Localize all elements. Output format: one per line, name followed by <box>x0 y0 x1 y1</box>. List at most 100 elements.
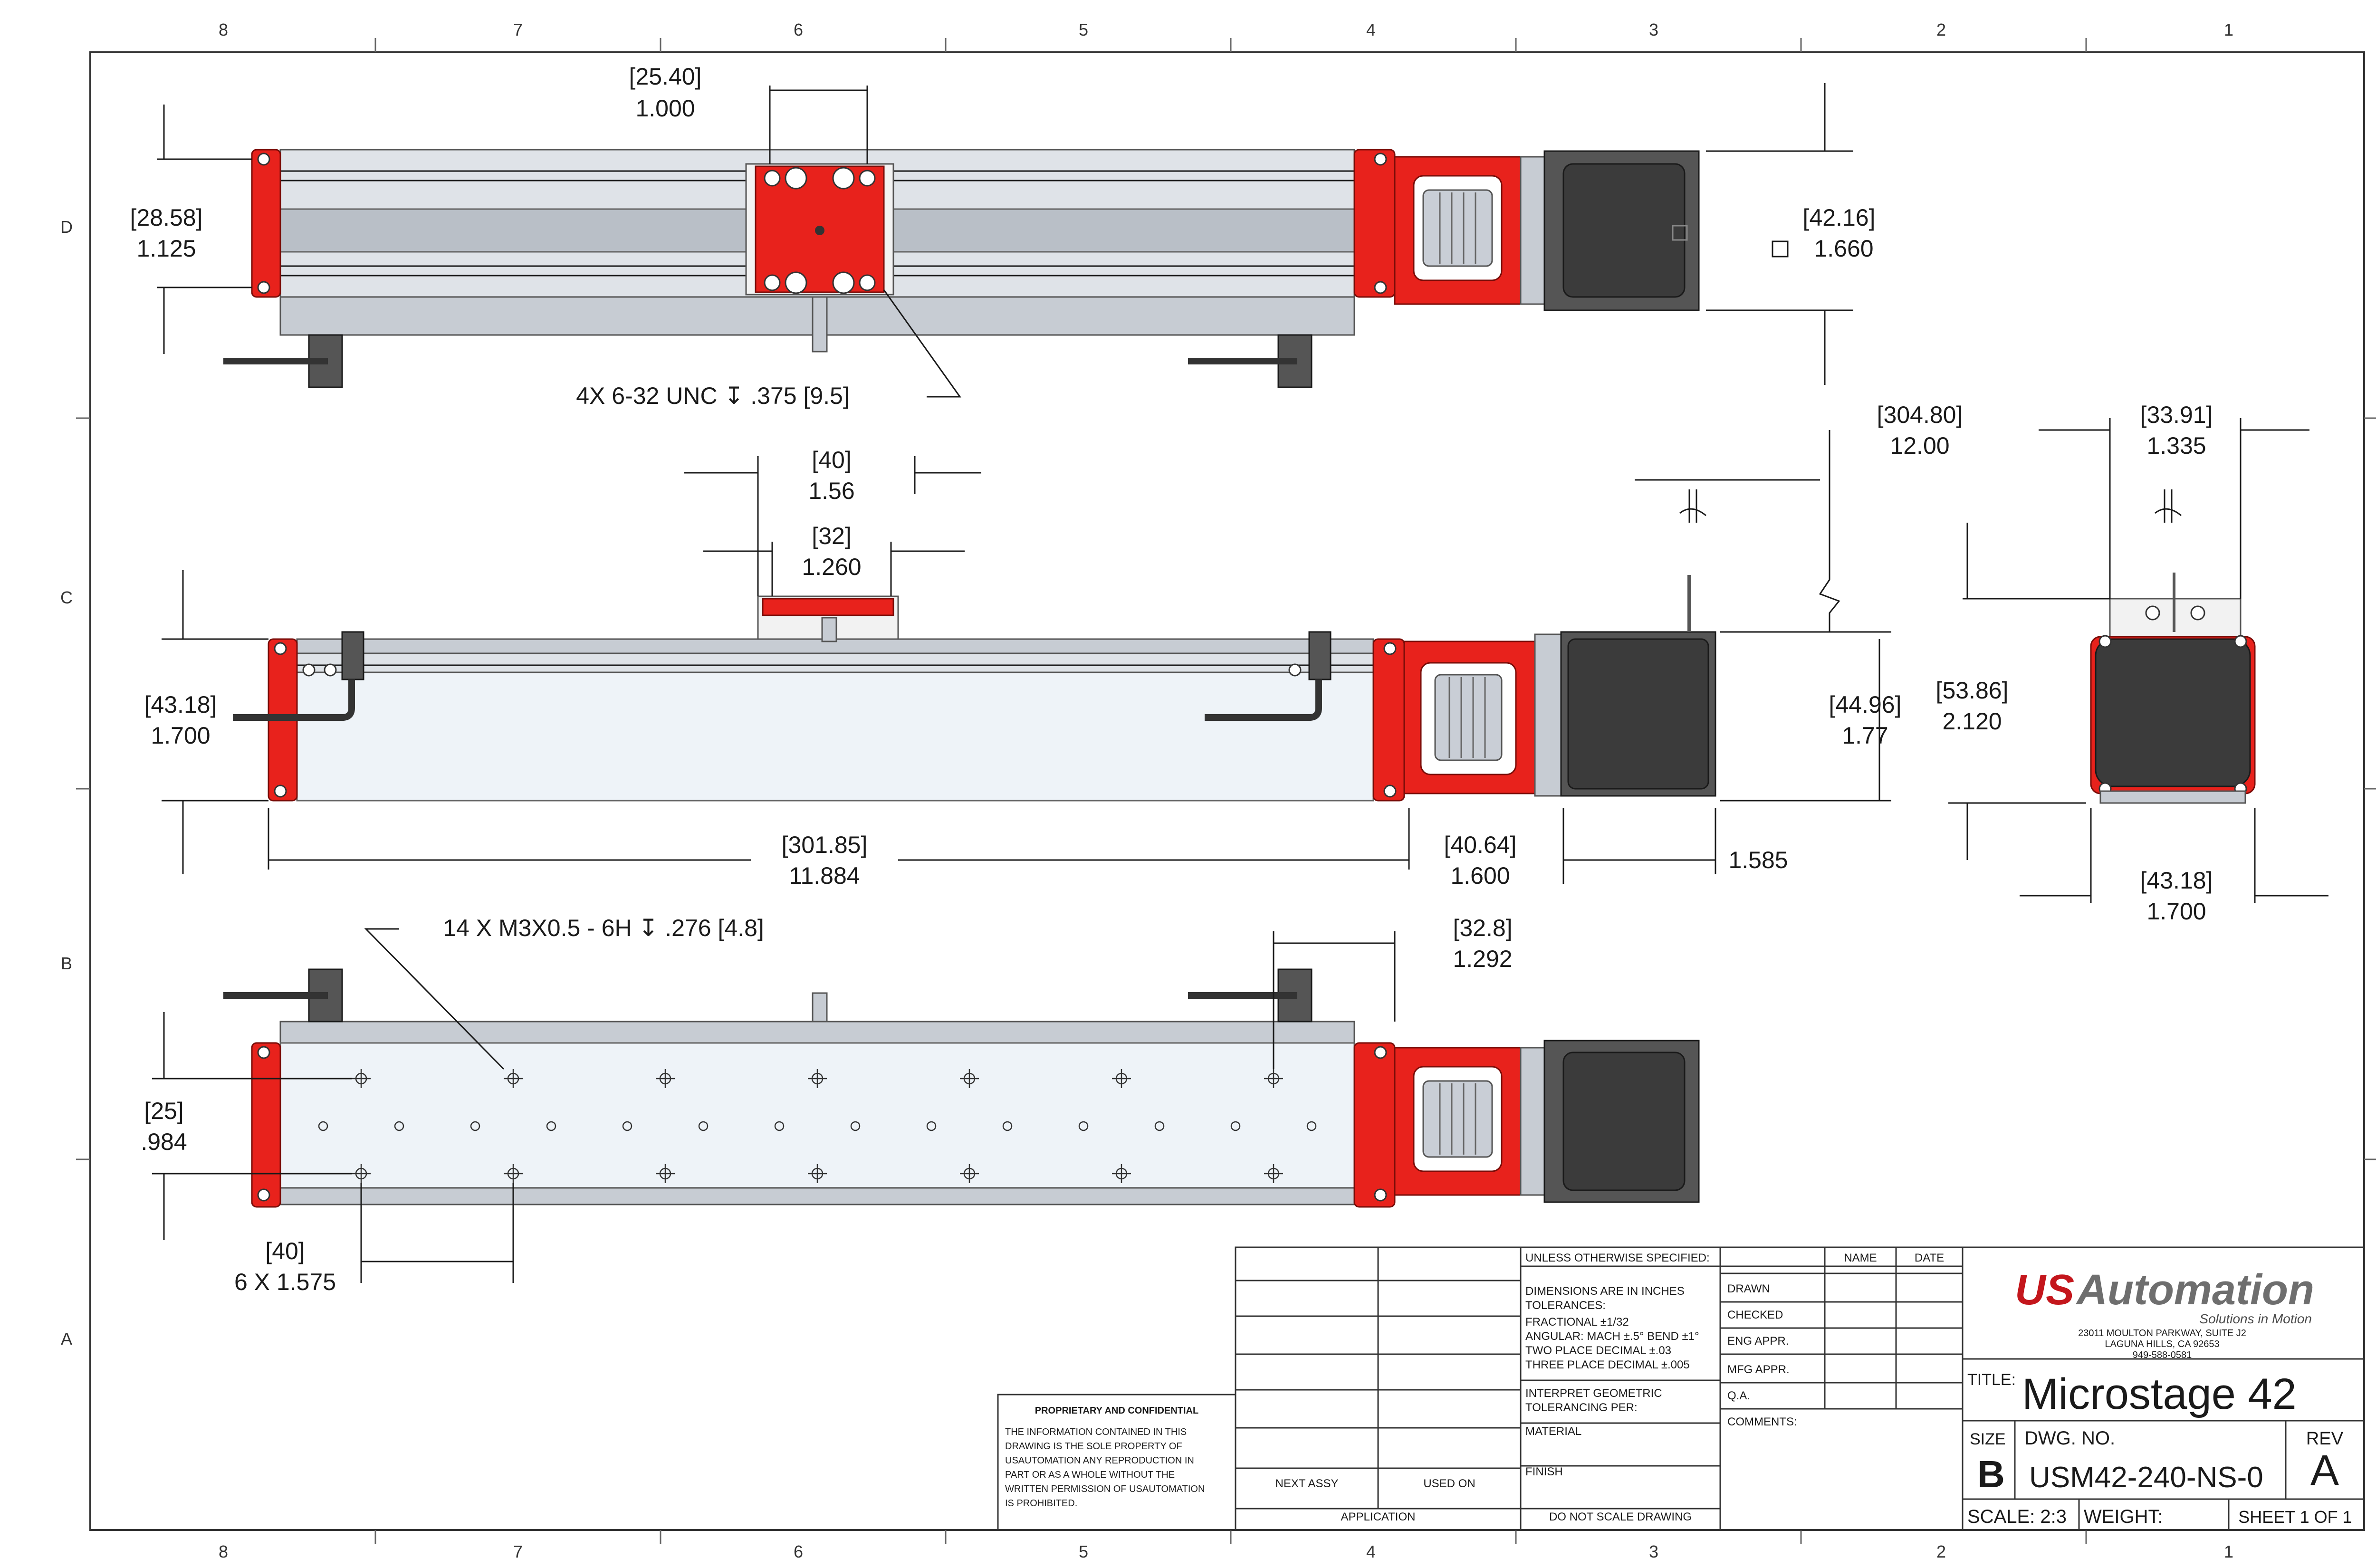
side-view-coupling <box>1434 674 1503 761</box>
tb-approval-drawn: DRAWN <box>1727 1282 1770 1295</box>
side-view <box>233 575 1716 802</box>
zone-col-5: 5 <box>1079 20 1088 39</box>
tb-proprietary-title: PROPRIETARY AND CONFIDENTIAL <box>1035 1405 1198 1416</box>
tb-tolerance-line: FRACTIONAL ±1/32 <box>1525 1316 1629 1329</box>
dim-carriage-length-metric: [40] <box>812 447 851 473</box>
square-symbol-icon <box>1772 240 1789 258</box>
tb-proprietary-line: WRITTEN PERMISSION OF USAUTOMATION <box>1005 1484 1205 1494</box>
dim-carriage-length-inch: 1.56 <box>808 478 854 504</box>
company-logo-us: US <box>2015 1266 2074 1314</box>
zone-col-2: 2 <box>1936 20 1946 39</box>
zone-col-1: 1 <box>2224 1542 2233 1561</box>
title-block: UNLESS OTHERWISE SPECIFIED: NAME DATE DI… <box>997 1246 2365 1531</box>
dim-rail-height-metric: [28.58] <box>130 204 203 231</box>
tb-tolerance-line: THREE PLACE DECIMAL ±.005 <box>1525 1358 1690 1371</box>
zone-col-2: 2 <box>1936 1542 1946 1561</box>
tb-sheet: SHEET 1 OF 1 <box>2238 1507 2352 1527</box>
tb-approval-eng: ENG APPR. <box>1727 1335 1789 1348</box>
dim-carriage-inner-inch: 1.260 <box>802 554 861 580</box>
tb-do-not-scale: DO NOT SCALE DRAWING <box>1549 1511 1692 1523</box>
tb-application: APPLICATION <box>1341 1511 1416 1523</box>
top-view-dimensions: [25.40] 1.000 [28.58] 1.125 [42.16] 1.66… <box>130 63 1876 409</box>
dim-cable-length-inch: 12.00 <box>1890 432 1949 459</box>
top-view-hole-callout: 4X 6-32 UNC ↧ .375 [9.5] <box>576 382 850 409</box>
tb-size: B <box>1977 1453 2005 1495</box>
bottom-view-dimensions: 14 X M3X0.5 - 6H ↧ .276 [4.8] [32.8] 1.2… <box>141 915 1512 1295</box>
tb-approval-checked: CHECKED <box>1727 1309 1783 1321</box>
top-view-carriage-tab <box>812 296 828 353</box>
tb-approval-qa: Q.A. <box>1727 1389 1750 1402</box>
bottom-view <box>223 968 1700 1208</box>
dim-motor-height-inch: 1.77 <box>1842 722 1888 749</box>
zone-row-d: D <box>60 217 73 237</box>
bottom-view-mounting-holes <box>318 1069 1317 1183</box>
dim-motor-mount-inch: 1.600 <box>1450 862 1510 889</box>
tb-col-name: NAME <box>1844 1252 1877 1264</box>
dim-end-offset-inch: 1.292 <box>1453 946 1512 972</box>
side-view-sensor-cable-right <box>1205 679 1322 721</box>
tb-title: Microstage 42 <box>2022 1370 2297 1418</box>
end-view-dimensions: [33.91] 1.335 [43.18] 1.700 <box>1948 402 2328 925</box>
dim-body-height-inch: 1.700 <box>151 722 210 749</box>
dim-end-offset-metric: [32.8] <box>1453 915 1512 941</box>
tb-dwg-no: USM42-240-NS-0 <box>2029 1461 2263 1494</box>
zone-col-4: 4 <box>1366 1542 1376 1561</box>
dim-end-top-width-inch: 1.335 <box>2146 432 2206 459</box>
dim-end-top-width-metric: [33.91] <box>2140 402 2213 428</box>
tb-scale: SCALE: 2:3 <box>1967 1506 2067 1527</box>
company-logo-text: Automation <box>2076 1266 2314 1314</box>
top-view <box>223 149 1700 388</box>
tb-title-label: TITLE: <box>1967 1371 2016 1389</box>
zone-col-5: 5 <box>1079 1542 1088 1561</box>
tb-proprietary-line: USAUTOMATION ANY REPRODUCTION IN <box>1005 1455 1194 1466</box>
side-view-end-cap-right <box>1372 638 1405 802</box>
zone-col-3: 3 <box>1649 1542 1658 1561</box>
tb-proprietary-line: IS PROHIBITED. <box>1005 1498 1077 1509</box>
dim-motor-length: 1.585 <box>1728 847 1788 873</box>
tb-tolerance-line: ANGULAR: MACH ±.5° BEND ±1° <box>1525 1330 1699 1343</box>
tb-proprietary-line: DRAWING IS THE SOLE PROPERTY OF <box>1005 1441 1182 1452</box>
tb-rev: A <box>2310 1447 2339 1494</box>
top-view-end-cap-left <box>251 149 281 298</box>
zone-col-4: 4 <box>1366 20 1376 39</box>
dim-body-length-metric: [301.85] <box>782 832 868 858</box>
bottom-view-base <box>279 1021 1355 1044</box>
dim-overall-height-inch: 2.120 <box>1942 708 2002 735</box>
tb-interpret-line: TOLERANCING PER: <box>1525 1401 1638 1414</box>
dim-motor-mount-metric: [40.64] <box>1444 832 1517 858</box>
top-view-coupling <box>1422 189 1493 267</box>
end-view-motor <box>2095 638 2251 787</box>
company-address-line: 23011 MOULTON PARKWAY, SUITE J2 <box>2078 1328 2246 1339</box>
zone-col-6: 6 <box>794 1542 803 1561</box>
zone-col-8: 8 <box>219 1542 228 1561</box>
tb-approval-mfg: MFG APPR. <box>1727 1363 1790 1376</box>
dim-body-height-metric: [43.18] <box>144 691 217 718</box>
company-tagline: Solutions in Motion <box>2199 1311 2312 1326</box>
tb-finish: FINISH <box>1525 1465 1563 1478</box>
zone-column-labels-top: 8 7 6 5 4 3 2 1 <box>219 20 2233 39</box>
zone-col-6: 6 <box>794 20 803 39</box>
side-view-dimensions: [40] 1.56 [32] 1.260 [43.18] 1.700 [301.… <box>144 402 2009 889</box>
tb-tolerance-line: TOLERANCES: <box>1525 1299 1606 1312</box>
tb-dwg-label: DWG. NO. <box>2024 1428 2115 1449</box>
tb-proprietary-line: PART OR AS A WHOLE WITHOUT THE <box>1005 1470 1175 1480</box>
dim-motor-height-metric: [44.96] <box>1829 691 1902 718</box>
dim-cable-length-metric: [304.80] <box>1877 402 1963 428</box>
dim-hole-spacing-y-inch: .984 <box>141 1128 187 1155</box>
side-view-sensor-right <box>1308 631 1332 680</box>
zone-row-b: B <box>61 954 72 973</box>
bottom-view-hole-callout: 14 X M3X0.5 - 6H ↧ .276 [4.8] <box>443 915 764 941</box>
zone-row-a: A <box>61 1329 72 1348</box>
company-address-line: LAGUNA HILLS, CA 92653 <box>2105 1339 2219 1349</box>
company-logo: US Automation <box>2015 1266 2314 1314</box>
zone-row-c: C <box>60 588 73 607</box>
side-view-sensor-left <box>341 631 364 680</box>
dim-rail-height-inch: 1.125 <box>136 235 196 262</box>
dim-carriage-width-inch: 1.000 <box>635 95 695 122</box>
bottom-view-end-cap-left <box>251 1042 281 1208</box>
dim-carriage-inner-metric: [32] <box>812 523 851 549</box>
bottom-view-end-cap-right <box>1353 1042 1396 1208</box>
dim-overall-height-metric: [53.86] <box>1936 677 2009 704</box>
tb-weight: WEIGHT: <box>2084 1506 2163 1527</box>
